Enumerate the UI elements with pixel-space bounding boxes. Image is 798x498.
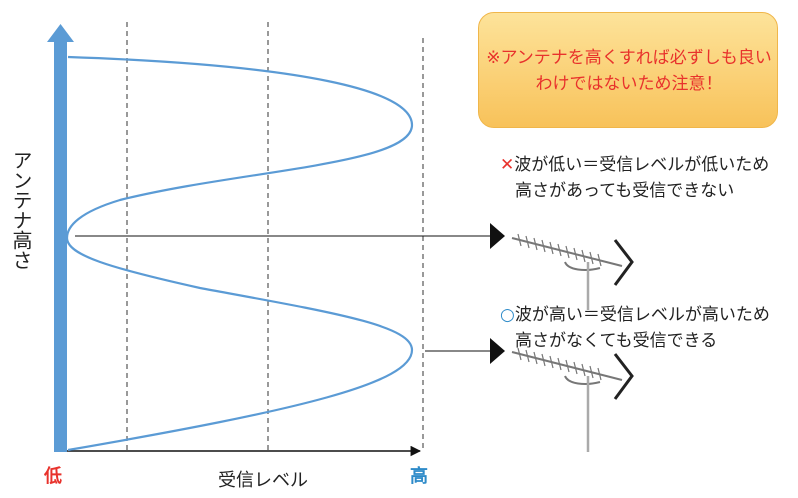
low-point-arrowhead xyxy=(490,223,505,249)
low-label: 低 xyxy=(44,466,62,487)
note-low-text2: 高さがあっても受信できない xyxy=(515,181,735,201)
high-label: 高 xyxy=(410,466,428,487)
y-axis-label: アンテナ高さ xyxy=(9,150,33,270)
note-high-text2: 高さがなくても受信できる xyxy=(515,331,718,351)
note-high-line1: ○波が高い＝受信レベルが高いため xyxy=(500,302,770,328)
note-high-reception: ○波が高い＝受信レベルが高いため 高さがなくても受信できる xyxy=(500,302,770,354)
note-low-line1: ✕波が低い＝受信レベルが低いため xyxy=(500,152,769,178)
antenna-bottom-icon xyxy=(511,347,634,452)
x-axis-label: 受信レベル xyxy=(218,470,308,491)
y-axis-arrowhead xyxy=(47,24,74,42)
high-point-arrowhead xyxy=(490,338,505,364)
note-low-reception: ✕波が低い＝受信レベルが低いため 高さがあっても受信できない xyxy=(500,152,769,204)
cross-mark-icon: ✕ xyxy=(500,155,515,175)
warning-text: ※アンテナを高くすれば必ずしも良いわけではないため注意！ xyxy=(486,48,772,94)
note-low-text1: 波が低い＝受信レベルが低いため xyxy=(514,155,770,175)
warning-box: ※アンテナを高くすれば必ずしも良いわけではないため注意！ xyxy=(478,12,778,128)
y-axis-bar xyxy=(54,42,67,452)
note-high-text1: 波が高い＝受信レベルが高いため xyxy=(514,305,770,325)
standing-wave-curve xyxy=(65,55,414,452)
antenna-top-icon xyxy=(511,233,634,310)
circle-mark-icon: ○ xyxy=(500,305,515,325)
